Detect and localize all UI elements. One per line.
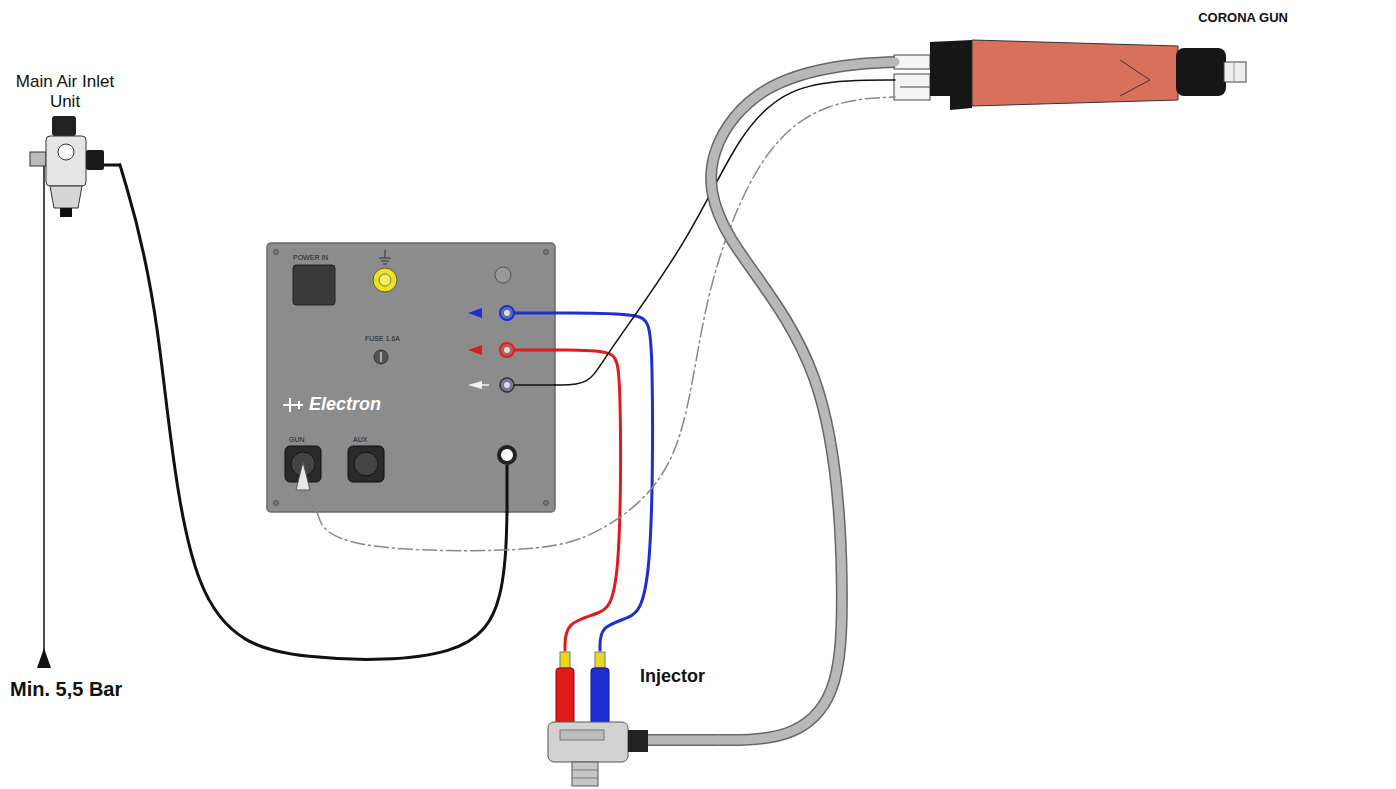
- powder-hose: [711, 62, 895, 740]
- injector: Injector: [530, 650, 720, 785]
- control-panel: [267, 243, 556, 513]
- hose-outline: [711, 62, 895, 740]
- pressure-label: Min. 5,5 Bar: [10, 678, 100, 701]
- connector-path: [711, 62, 895, 740]
- node-text: Main Air Inlet Unit: [15, 72, 115, 111]
- control-panel: POWER IN FUSE 1.6A ElectronGUN AUX: [267, 243, 555, 512]
- corona-gun: [894, 40, 1246, 110]
- node-text: Electron: [309, 394, 381, 415]
- air-hose: [120, 165, 507, 659]
- node-text: FUSE 1.6A: [365, 335, 400, 343]
- node-text: POWER IN: [293, 254, 328, 262]
- corona-gun: CORONA GUN: [895, 5, 1292, 115]
- connector-path: [317, 97, 895, 551]
- connector-path: [555, 350, 621, 650]
- connector-path: [120, 165, 507, 659]
- red-air-tube: [555, 350, 621, 650]
- node-text: AUX: [353, 436, 367, 444]
- node-text: GUN: [289, 436, 305, 444]
- gun-cable: [317, 97, 895, 551]
- connector-path: [555, 313, 653, 650]
- node-text: Injector: [640, 666, 705, 687]
- air-inlet-unit: Main Air Inlet Unit: [15, 72, 120, 217]
- blue-air-tube: [555, 313, 653, 650]
- node-text: CORONA GUN: [895, 11, 1288, 26]
- air-inlet-unit: [30, 116, 121, 668]
- injector: [548, 652, 721, 786]
